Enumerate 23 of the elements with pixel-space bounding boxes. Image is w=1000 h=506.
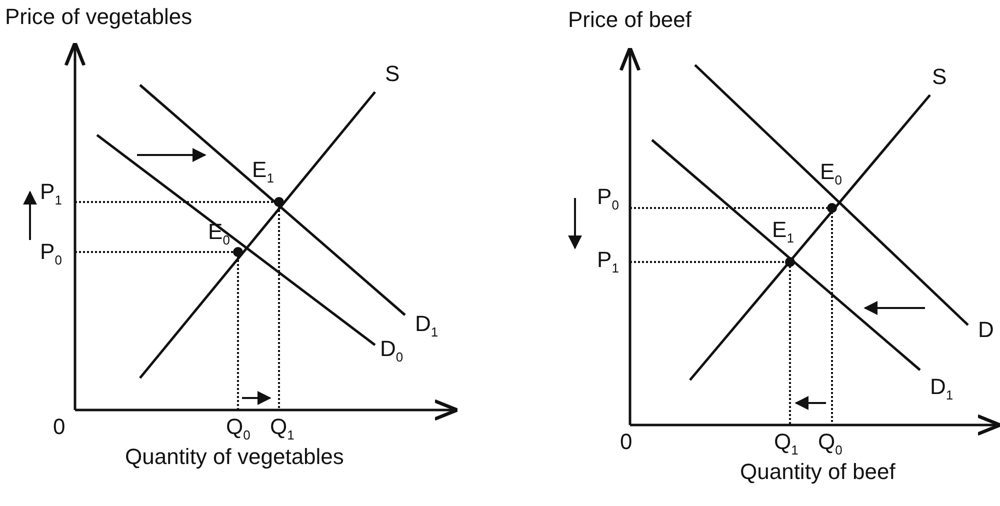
curve-label: D$_{1}$: [415, 312, 438, 342]
curve-label: D$_{0}$: [380, 337, 404, 366]
quantity-label: Q$_{0}$: [226, 415, 250, 444]
axis-title: Quantity of beef: [740, 460, 896, 484]
price-label: P$_{0}$: [40, 240, 62, 270]
price-label: P$_{1}$: [40, 180, 62, 210]
point-label: E$_{0}$: [820, 160, 842, 190]
point-label: E$_{1}$: [252, 158, 274, 188]
quantity-label: Q$_{1}$: [270, 415, 294, 444]
curve-label: D$_{1}$: [930, 375, 954, 404]
axis-title: Price of beef: [568, 8, 692, 32]
quantity-label: Q$_{0}$: [818, 430, 842, 460]
origin-label: 0: [620, 430, 632, 454]
quantity-label: Q$_{1}$: [774, 430, 798, 460]
price-label: P$_{1}$: [597, 248, 619, 278]
origin-label: 0: [53, 415, 66, 439]
curve-label: S: [932, 65, 947, 89]
price-label: P$_{0}$: [597, 185, 619, 214]
axis-title: Quantity of vegetables: [125, 445, 344, 469]
axis-title: Price of vegetables: [5, 5, 192, 29]
point-label: E$_{1}$: [772, 218, 794, 248]
curve-label: S: [385, 62, 400, 86]
curve-label: D: [978, 318, 994, 342]
